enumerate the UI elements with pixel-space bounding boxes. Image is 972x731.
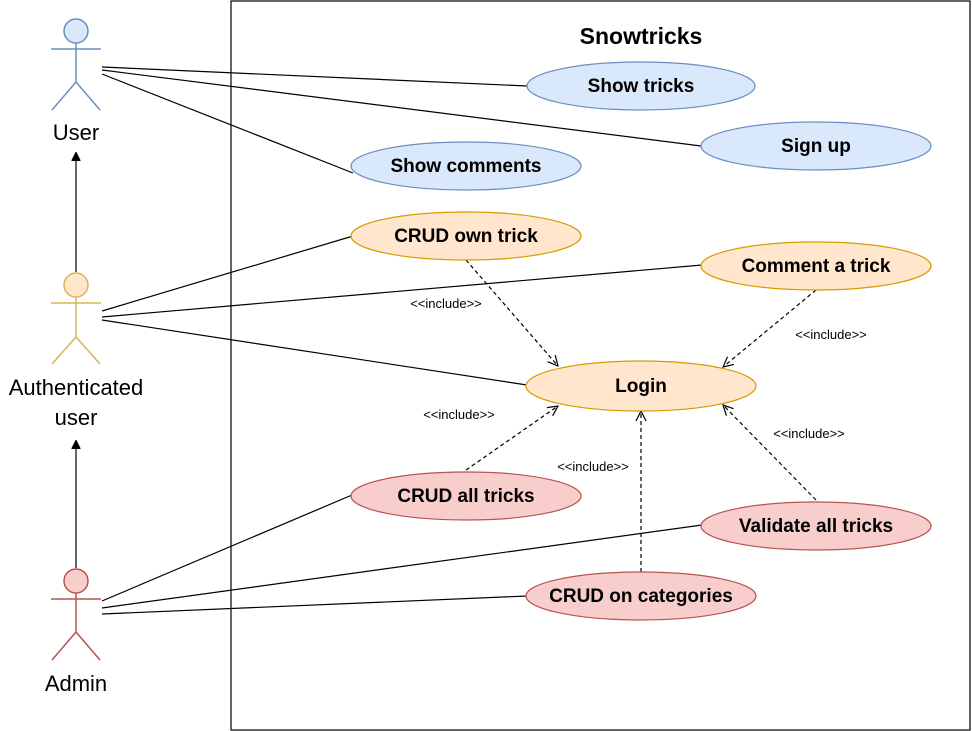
include-label-categories: <<include>> bbox=[557, 459, 629, 474]
actor-head bbox=[63, 568, 89, 594]
actor-left-leg bbox=[51, 81, 77, 111]
use-case-sign-up[interactable]: Sign up bbox=[700, 121, 932, 171]
actor-head bbox=[63, 18, 89, 44]
use-case-label: CRUD on categories bbox=[549, 586, 733, 607]
use-case-crud-all-tricks[interactable]: CRUD all tricks bbox=[350, 471, 582, 521]
actor-left-leg bbox=[51, 631, 77, 661]
use-case-show-comments[interactable]: Show comments bbox=[350, 141, 582, 191]
use-case-shape bbox=[700, 501, 932, 551]
actor-right-leg bbox=[75, 631, 101, 661]
include-label-comment: <<include>> bbox=[795, 327, 867, 342]
actor-admin-label: Admin bbox=[45, 671, 107, 696]
include-label-crud-all: <<include>> bbox=[423, 407, 495, 422]
use-case-label: Login bbox=[615, 376, 667, 397]
use-case-show-tricks[interactable]: Show tricks bbox=[526, 61, 756, 111]
assoc-user-sign-up bbox=[101, 69, 702, 147]
assoc-admin-crud-all-tricks bbox=[101, 494, 353, 602]
use-case-label: Sign up bbox=[781, 136, 851, 157]
include-crud-own-to-login bbox=[465, 259, 558, 366]
use-case-validate-all-tricks[interactable]: Validate all tricks bbox=[700, 501, 932, 551]
actor-authenticated-label-line2: user bbox=[55, 405, 98, 430]
assoc-admin-validate bbox=[101, 524, 703, 609]
use-case-label: Comment a trick bbox=[742, 256, 891, 277]
assoc-auth-crud-own-trick bbox=[101, 235, 354, 312]
use-case-label: CRUD all tricks bbox=[397, 486, 534, 507]
use-case-label: CRUD own trick bbox=[394, 226, 538, 247]
use-case-label: Validate all tricks bbox=[739, 516, 893, 537]
include-comment-to-login bbox=[723, 289, 817, 367]
include-label-crud-own: <<include>> bbox=[410, 296, 482, 311]
assoc-user-show-comments bbox=[101, 73, 354, 174]
user-associations bbox=[101, 66, 702, 174]
use-case-label: Show comments bbox=[391, 156, 542, 177]
use-case-shape bbox=[350, 471, 582, 521]
use-case-label: Show tricks bbox=[588, 76, 695, 97]
actor-user[interactable] bbox=[51, 18, 101, 111]
actor-authenticated-label-line1: Authenticated bbox=[9, 375, 144, 400]
use-case-crud-on-categories[interactable]: CRUD on categories bbox=[525, 571, 757, 621]
include-dependencies bbox=[465, 259, 817, 572]
use-case-login[interactable]: Login bbox=[525, 360, 757, 412]
actor-authenticated-user[interactable] bbox=[51, 272, 101, 365]
actor-head bbox=[63, 272, 89, 298]
admin-associations bbox=[101, 494, 703, 615]
include-crud-all-to-login bbox=[465, 406, 558, 471]
actor-left-leg bbox=[51, 336, 77, 365]
assoc-auth-comment-trick bbox=[101, 264, 703, 318]
assoc-auth-login bbox=[101, 319, 528, 386]
use-case-shape bbox=[525, 360, 757, 412]
use-case-shape bbox=[350, 141, 582, 191]
actor-right-leg bbox=[75, 81, 101, 111]
assoc-user-show-tricks bbox=[101, 66, 528, 87]
include-validate-to-login bbox=[723, 405, 817, 501]
use-case-shape bbox=[700, 241, 932, 291]
use-case-shape bbox=[526, 61, 756, 111]
use-case-crud-own-trick[interactable]: CRUD own trick bbox=[350, 211, 582, 261]
actor-admin[interactable] bbox=[51, 568, 101, 661]
include-label-validate: <<include>> bbox=[773, 426, 845, 441]
use-case-shape bbox=[350, 211, 582, 261]
use-case-shape bbox=[525, 571, 757, 621]
use-case-comment-a-trick[interactable]: Comment a trick bbox=[700, 241, 932, 291]
authenticated-associations bbox=[101, 235, 703, 386]
use-case-shape bbox=[700, 121, 932, 171]
system-title: Snowtricks bbox=[580, 23, 703, 49]
actor-right-leg bbox=[75, 336, 101, 365]
assoc-admin-categories bbox=[101, 595, 528, 615]
actor-user-label: User bbox=[53, 120, 99, 145]
include-labels: <<include>> <<include>> <<include>> <<in… bbox=[410, 296, 867, 474]
